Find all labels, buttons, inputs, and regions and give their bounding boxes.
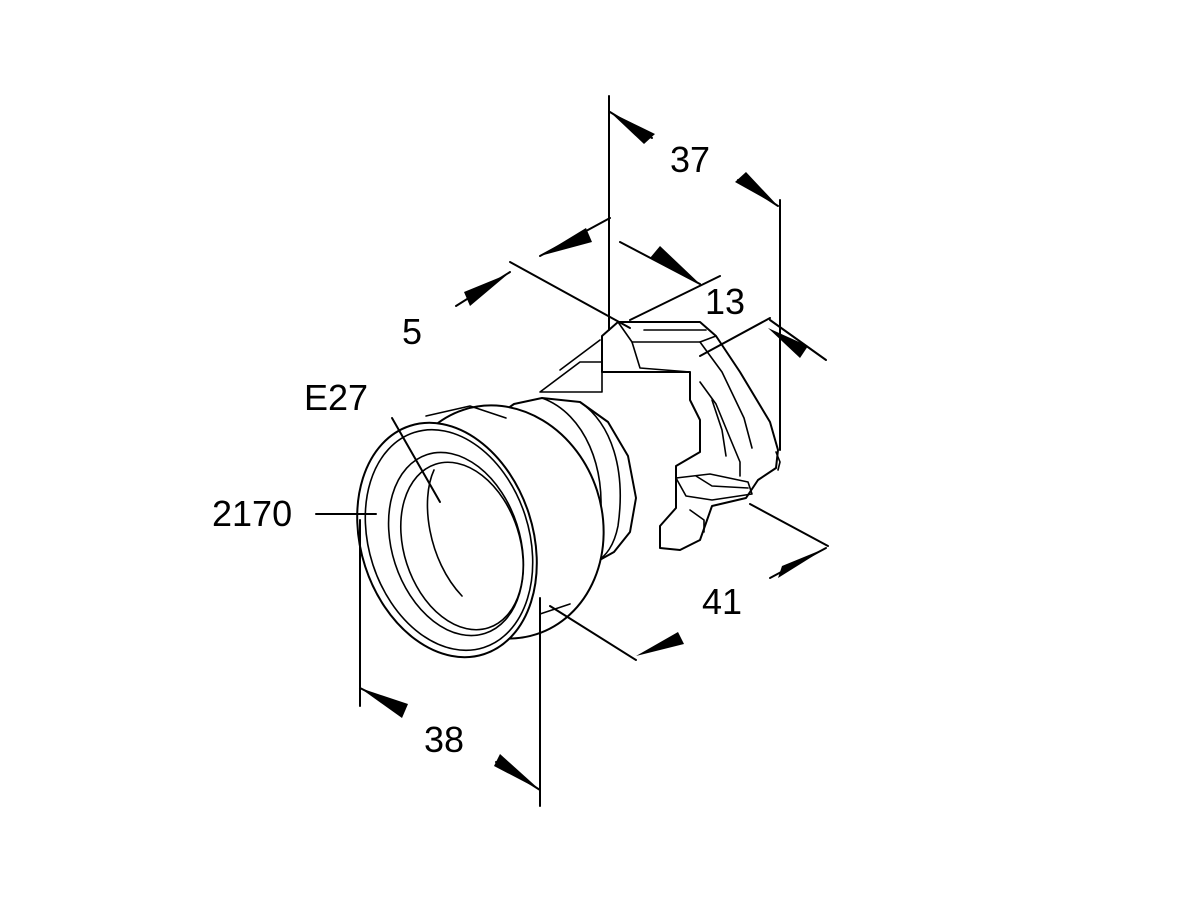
dimension-line-5-right (769, 319, 827, 361)
dimension-line-41 (769, 547, 827, 579)
front-ring-bore (399, 461, 525, 631)
extension-line-41-b (549, 605, 637, 661)
leader-line-e27 (391, 417, 441, 503)
arrow-41-left (636, 632, 684, 656)
dimension-38: 38 (359, 519, 541, 807)
extension-line-41-a (749, 503, 829, 547)
dimension-label-38: 38 (424, 719, 464, 760)
clip-rib-3 (699, 381, 741, 477)
clip-rib-2 (699, 341, 753, 449)
dimension-label-13: 13 (705, 281, 745, 322)
latch-detail-2 (689, 509, 705, 533)
dimension-line-37b (737, 179, 779, 207)
dimension-line-13-right (619, 241, 701, 285)
clip-top-face (617, 321, 717, 343)
arrow-13-left (540, 228, 592, 256)
dimension-37: 37 (608, 95, 781, 451)
dimension-label-5: 5 (402, 311, 422, 352)
dimension-label-41: 41 (702, 581, 742, 622)
arrow-38-right (494, 754, 540, 790)
clip-inner-edge (631, 341, 691, 373)
callout-e27: E27 (304, 377, 441, 503)
inner-bore-shadow (426, 469, 463, 597)
dimension-label-37: 37 (670, 139, 710, 180)
arrow-38-left (360, 688, 408, 718)
extension-line-13-leader (509, 261, 631, 329)
front-ring-inner (387, 451, 525, 637)
arrow-13-right (650, 246, 700, 284)
callout-label-2170: 2170 (212, 493, 292, 534)
front-ring-outer-2 (364, 428, 534, 652)
arrow-37-right (735, 172, 778, 206)
dimension-line-37 (609, 111, 653, 139)
latch (675, 473, 753, 501)
extension-line-5-b (699, 317, 771, 357)
callout-label-e27: E27 (304, 377, 368, 418)
front-ring-outer (356, 421, 538, 659)
extension-line-13-b (629, 275, 721, 321)
dimension-41: 41 (549, 503, 829, 661)
lamp-holder-body (356, 321, 781, 659)
latch-detail (695, 475, 749, 489)
arrow-5-right (768, 328, 808, 358)
dimension-13: 13 (509, 217, 745, 329)
arrow-5-left (464, 274, 508, 306)
dimension-line-38-right (495, 761, 541, 791)
cylinder-band-2 (579, 401, 621, 563)
dimension-line-38-left (359, 687, 405, 711)
side-tab (539, 361, 603, 393)
callout-2170: 2170 (212, 493, 377, 534)
dimension-5: 5 (402, 271, 827, 361)
side-tab-2 (559, 339, 601, 371)
rear-edge (775, 451, 781, 471)
rear-clip-housing (601, 321, 779, 551)
clip-rib-4 (711, 399, 727, 457)
collar-edge (425, 405, 507, 419)
